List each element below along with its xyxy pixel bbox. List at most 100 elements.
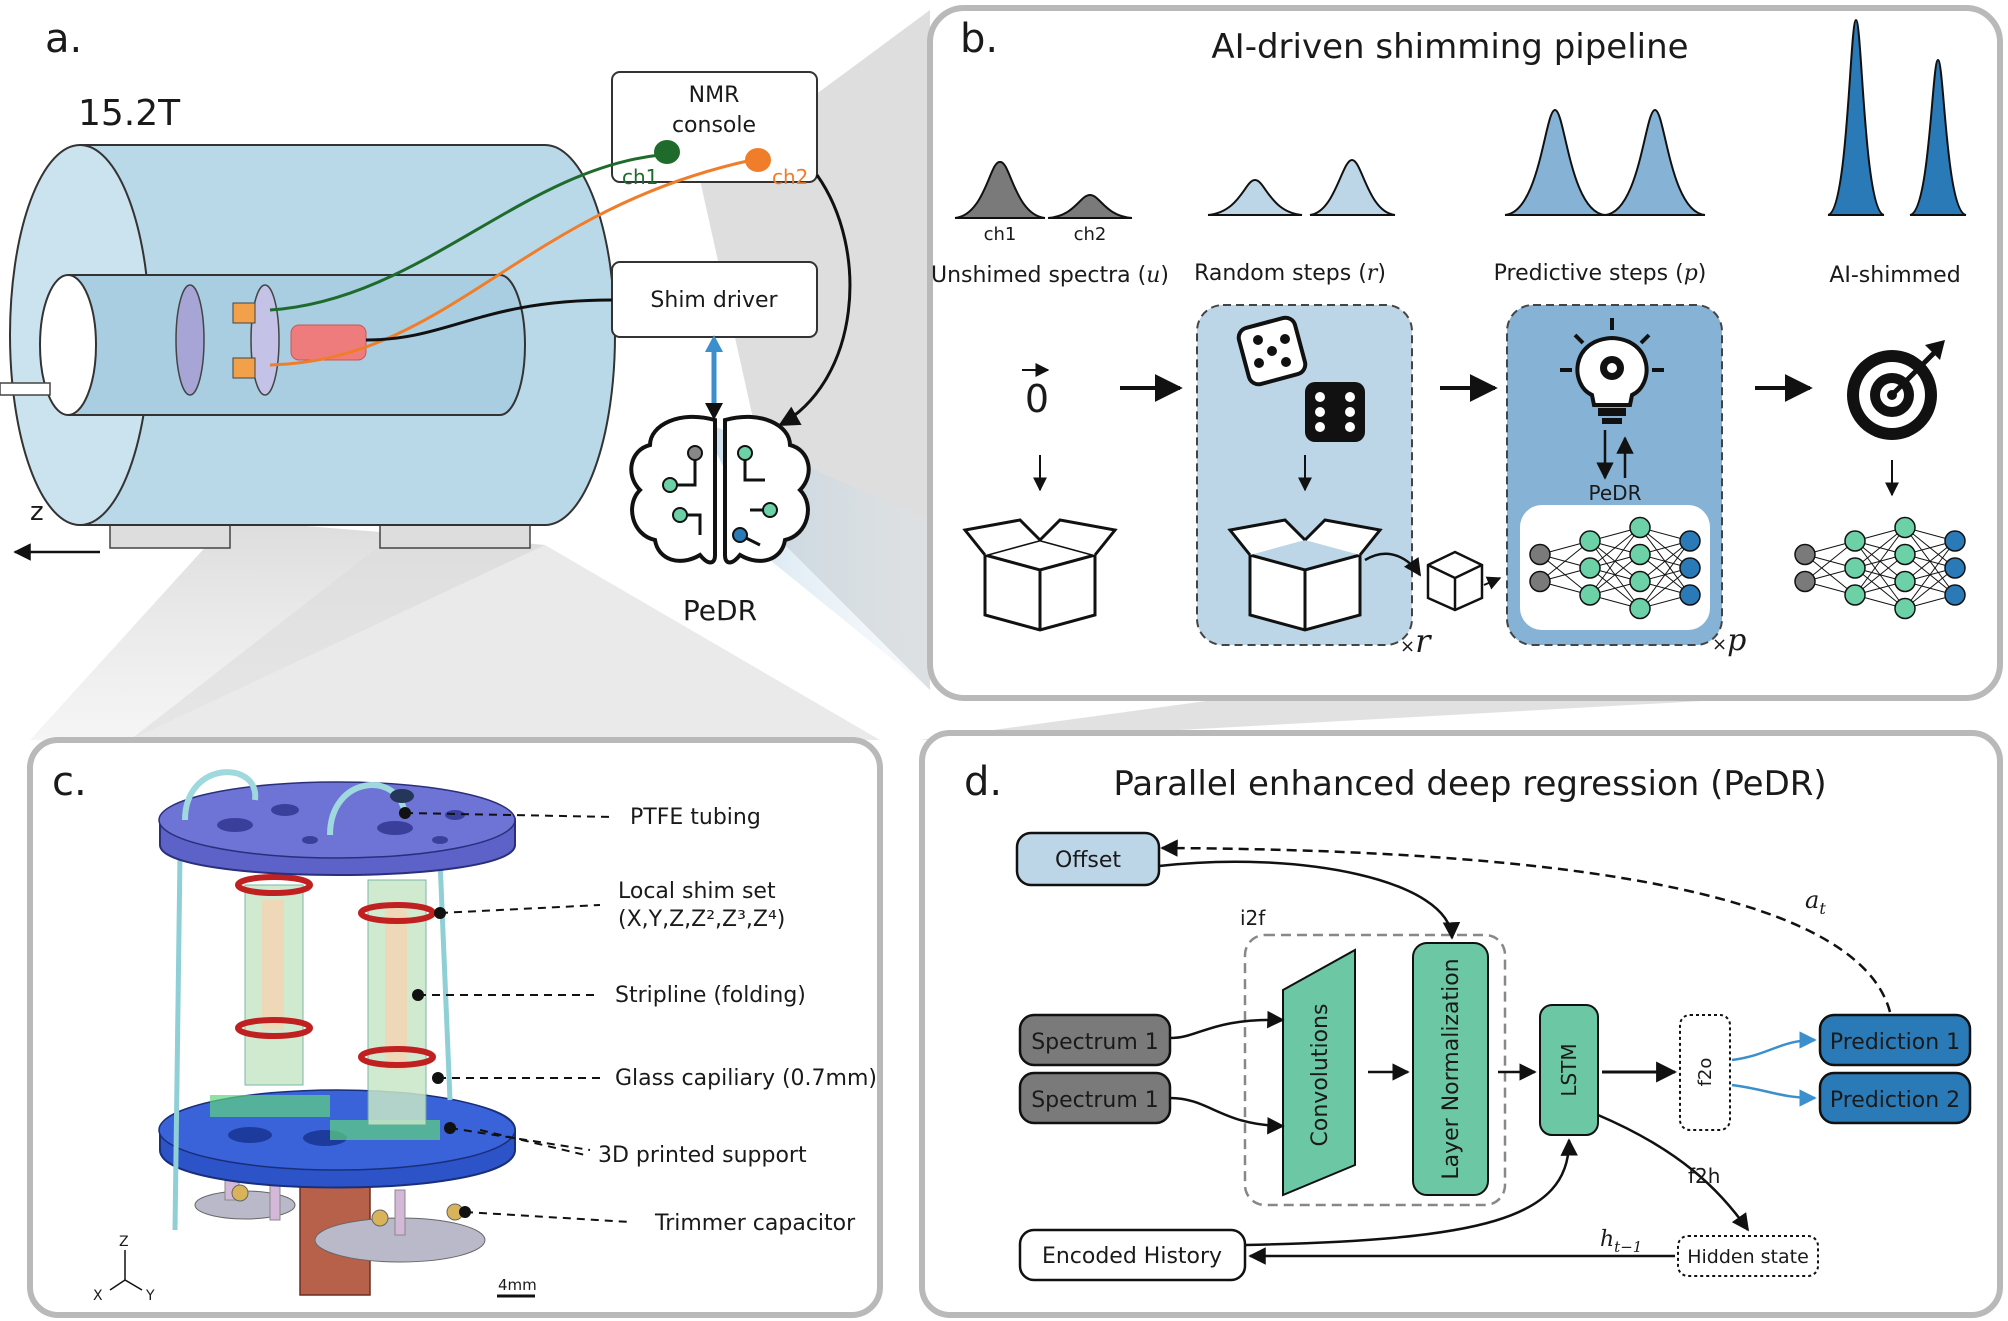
svg-text:Z: Z xyxy=(119,1234,129,1250)
nn-node xyxy=(1894,543,1916,566)
shim-ring xyxy=(235,874,313,896)
nn-node xyxy=(1894,597,1916,620)
field-strength-label: 15.2T xyxy=(78,93,181,134)
i2f-label: i2f xyxy=(1240,906,1266,930)
stripline-box xyxy=(290,324,367,361)
panel-c: c. xyxy=(27,737,883,1318)
target-icon xyxy=(1847,340,1945,440)
stage-random-label: Random steps (r) xyxy=(1194,261,1386,286)
nn-node xyxy=(1944,557,1966,579)
spectrum-random-1 xyxy=(1207,178,1303,216)
f2h-label: f2h xyxy=(1688,1164,1720,1188)
brain-label: PeDR xyxy=(683,594,757,627)
shim-cable xyxy=(365,298,613,342)
nn-node xyxy=(1579,557,1601,579)
label-stripline: Stripline (folding) xyxy=(615,983,806,1008)
label-ptfe: PTFE tubing xyxy=(630,805,761,830)
nmr-console-line2: console xyxy=(672,113,756,138)
pedr-label-b: PeDR xyxy=(1589,481,1642,505)
nn-node xyxy=(1844,557,1866,579)
stage-shimmed-label: AI-shimmed xyxy=(1829,263,1960,288)
spectrum-shimmed-1 xyxy=(1827,18,1885,216)
ch1-port xyxy=(654,140,680,164)
svg-text:X: X xyxy=(93,1288,103,1304)
dice-icon xyxy=(1236,315,1365,442)
z-axis-label: z xyxy=(30,497,44,527)
prediction-1-box xyxy=(1818,1013,1972,1067)
hidden-state-label: Hidden state xyxy=(1687,1246,1809,1268)
label-trimmer: Trimmer capacitor xyxy=(654,1211,856,1236)
nn-node xyxy=(1579,530,1601,552)
encoded-history-label: Encoded History xyxy=(1042,1244,1222,1269)
probe-disk-1 xyxy=(175,284,205,396)
spectrum-ch2-unshimmed xyxy=(1047,193,1133,219)
nn-node xyxy=(1679,584,1701,606)
spectrum-ch1-unshimmed xyxy=(954,161,1046,219)
nn-node xyxy=(1629,570,1651,593)
ch1-label: ch1 xyxy=(622,165,658,189)
label-local-shim-sub: (X,Y,Z,Z²,Z³,Z⁴) xyxy=(618,907,785,932)
spectrum-predictive-2 xyxy=(1604,108,1706,216)
label-support: 3D printed support xyxy=(598,1143,807,1168)
panel-b: b. AI-driven shimming pipeline ch1 ch2 U… xyxy=(927,5,2003,701)
nn-node xyxy=(1629,543,1651,566)
beam-a-to-c-2 xyxy=(130,530,880,740)
label-local-shim: Local shim set xyxy=(618,879,776,904)
lstm-block xyxy=(1539,1004,1599,1136)
axes-triad: Z X Y xyxy=(93,1234,155,1304)
box-icon-unshimmed xyxy=(962,518,1118,632)
brain-icon xyxy=(629,414,811,565)
hidden-state-box xyxy=(1677,1235,1819,1277)
prediction-2-box xyxy=(1818,1071,1972,1125)
spectrum-random-2 xyxy=(1309,158,1396,216)
a-t-label: at xyxy=(1805,886,1826,918)
spectrum-1-label: Spectrum 1 xyxy=(1031,1030,1159,1055)
prediction-2-label: Prediction 2 xyxy=(1830,1088,1960,1113)
nn-node xyxy=(1844,530,1866,552)
f2o-block xyxy=(1679,1014,1731,1131)
ptfe-tube-left xyxy=(172,854,183,1231)
panel-d-label: d. xyxy=(964,759,1002,805)
offset-label: Offset xyxy=(1055,848,1121,873)
nn-panel-predictive xyxy=(1520,505,1710,630)
ptfe-tube-loop xyxy=(182,769,259,821)
nn-diagram-shimmed xyxy=(1794,516,1966,620)
nn-edge xyxy=(1589,527,1641,596)
nn-node xyxy=(1579,584,1601,606)
convolutions-label: Convolutions xyxy=(1308,1004,1333,1147)
panel-b-title: AI-driven shimming pipeline xyxy=(1211,27,1688,67)
times-p: ×p xyxy=(1712,623,1746,658)
nn-diagram-predictive xyxy=(1529,516,1701,620)
nn-node xyxy=(1894,516,1916,539)
stage-predictive-label: Predictive steps (p) xyxy=(1494,261,1707,286)
label-capillary: Glass capiliary (0.7mm) xyxy=(615,1066,877,1091)
spectrum-1-box xyxy=(1018,1013,1172,1067)
nn-node xyxy=(1794,543,1816,566)
offset-box xyxy=(1015,831,1161,887)
magnet xyxy=(0,144,616,549)
layer-norm-label: Layer Normalization xyxy=(1439,958,1464,1179)
probe-disk-2 xyxy=(250,284,280,396)
box-transfer-arrow xyxy=(1364,552,1422,577)
times-r: ×r xyxy=(1400,622,1432,660)
zero-vector: 0 xyxy=(1025,377,1049,421)
nn-edge xyxy=(1639,540,1691,609)
scale-label: 4mm xyxy=(498,1276,537,1294)
ch2-port xyxy=(745,148,771,172)
nn-node xyxy=(1944,530,1966,552)
panel-d-title: Parallel enhanced deep regression (PeDR) xyxy=(1113,764,1826,804)
box-icon-random xyxy=(1227,518,1383,632)
nn-edge xyxy=(1854,527,1906,596)
spectrum-shimmed-2 xyxy=(1909,58,1967,216)
spectrum-ch1-label: ch1 xyxy=(984,224,1017,245)
nn-edge xyxy=(1904,540,1956,609)
ch2-cable xyxy=(269,158,753,367)
nn-node xyxy=(1629,516,1651,539)
svg-text:Y: Y xyxy=(145,1288,155,1304)
panel-a: a. 15.2T NMR console ch1 ch2 xyxy=(0,16,852,627)
lightbulb-icon xyxy=(1560,318,1664,424)
prediction-1-label: Prediction 1 xyxy=(1830,1030,1960,1055)
layer-norm-block xyxy=(1412,942,1489,1196)
spectrum-ch2-label: ch2 xyxy=(1074,224,1107,245)
